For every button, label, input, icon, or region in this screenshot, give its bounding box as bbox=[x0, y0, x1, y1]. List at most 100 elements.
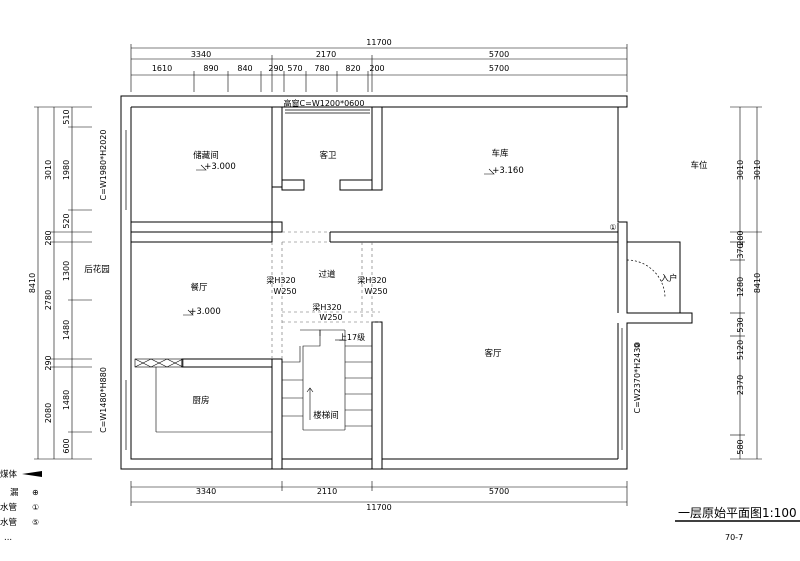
legend: 煤体 漏 ⊕ 水管 ① 水管 ⑤ ... bbox=[0, 469, 42, 543]
dim-bottom-1: 3340 bbox=[196, 487, 216, 496]
dim-top-2: 2170 bbox=[316, 50, 336, 59]
dim-left-total: 8410 bbox=[28, 273, 37, 293]
dim-right-r2-1: 3010 bbox=[736, 160, 745, 180]
beam-right-line2: W250 bbox=[364, 287, 387, 296]
dimension-text: 11700 3340 2170 5700 1610 890 840 290 57… bbox=[28, 38, 762, 512]
marker-garage: ① bbox=[609, 223, 616, 232]
annotation-window-kitchen: C=W1480*H880 bbox=[99, 367, 108, 433]
room-garage: 车库 bbox=[491, 148, 509, 159]
marker-living: ② bbox=[633, 341, 642, 348]
dim-top-r2-7: 820 bbox=[345, 64, 360, 73]
wall-dining-top bbox=[130, 231, 273, 243]
title-block: 一层原始平面图1:100 70-7 bbox=[675, 506, 800, 542]
wall-storage-bottom bbox=[131, 221, 283, 233]
dim-right-r1-2: 5120 bbox=[736, 340, 745, 360]
level-garage: +3.160 bbox=[492, 166, 523, 176]
dim-right-r2-2: 370 bbox=[736, 243, 745, 258]
dim-top-1: 3340 bbox=[191, 50, 211, 59]
dim-left-r1-2: 280 bbox=[44, 230, 53, 245]
legend-symbol-4: ⑤ bbox=[32, 518, 39, 527]
dim-top-total: 11700 bbox=[366, 38, 391, 47]
beams bbox=[271, 231, 380, 359]
dim-top-3: 5700 bbox=[489, 50, 509, 59]
dim-right-r2-7: 580 bbox=[736, 439, 745, 454]
legend-item-3: 水管 bbox=[0, 502, 17, 513]
dim-right-total: 8410 bbox=[753, 273, 762, 293]
dim-right-r2-5: 530 bbox=[736, 317, 745, 332]
legend-symbol-1 bbox=[22, 471, 42, 477]
beam-mid-line2: W250 bbox=[319, 313, 342, 322]
kitchen-counter bbox=[134, 358, 272, 433]
walls bbox=[120, 95, 693, 470]
openings bbox=[125, 109, 666, 450]
legend-item-5: ... bbox=[4, 533, 12, 543]
wall-wc-stub-left bbox=[281, 179, 305, 191]
room-corridor: 过道 bbox=[318, 269, 336, 280]
beam-mid-line1: 梁H320 bbox=[312, 303, 341, 312]
legend-item-2: 漏 bbox=[10, 487, 19, 498]
stair-up-label: 上17级 bbox=[339, 332, 365, 342]
dim-left-r2-4: 1300 bbox=[62, 261, 71, 281]
dim-left-r2-1: 510 bbox=[62, 109, 71, 124]
dim-left-r1-4: 290 bbox=[44, 355, 53, 370]
dim-top-r2-5: 570 bbox=[287, 64, 302, 73]
dim-left-r1-3: 2780 bbox=[44, 290, 53, 310]
room-kitchen: 厨房 bbox=[192, 395, 209, 406]
annotation-window-storage: C=W1980*H2020 bbox=[99, 130, 108, 201]
room-stair: 楼梯间 bbox=[313, 410, 339, 421]
dim-left-r1-1: 3010 bbox=[44, 160, 53, 180]
dim-top-r2-2: 890 bbox=[203, 64, 218, 73]
dim-left-r2-5: 1480 bbox=[62, 320, 71, 340]
drawing-subtitle: 70-7 bbox=[725, 533, 743, 542]
dim-right-r1-1: 3010 bbox=[753, 160, 762, 180]
dim-bottom-total: 11700 bbox=[366, 503, 391, 512]
dim-left-r2-7: 600 bbox=[62, 438, 71, 453]
dim-left-r2-2: 1980 bbox=[62, 160, 71, 180]
room-guest-wc: 客卫 bbox=[319, 150, 337, 161]
room-dining: 餐厅 bbox=[190, 283, 208, 293]
legend-symbol-2: ⊕ bbox=[32, 488, 39, 497]
annotations: 高窗C=W1200*0600 C=W1980*H2020 C=W1480*H88… bbox=[99, 98, 642, 433]
wall-storage-right bbox=[271, 106, 283, 188]
dim-bottom-2: 2110 bbox=[317, 487, 337, 496]
wall-stair-left bbox=[271, 358, 283, 470]
entrance-step bbox=[627, 241, 681, 313]
dim-right-r2-3: 280 bbox=[736, 230, 745, 245]
wall-kitchen-top bbox=[181, 358, 273, 368]
wall-wc-stub-right bbox=[339, 179, 373, 191]
beam-left-line2: W250 bbox=[273, 287, 296, 296]
room-parking: 车位 bbox=[690, 160, 708, 171]
annotation-high-window: 高窗C=W1200*0600 bbox=[284, 98, 365, 108]
dim-top-r2-8: 200 bbox=[369, 64, 384, 73]
dim-left-r1-5: 2080 bbox=[44, 403, 53, 423]
dim-left-r2-6: 1480 bbox=[62, 390, 71, 410]
beam-right-line1: 梁H320 bbox=[357, 276, 386, 285]
dim-right-r2-6: 2370 bbox=[736, 375, 745, 395]
staircase bbox=[282, 329, 372, 431]
wall-garage-bottom bbox=[329, 231, 618, 243]
level-storage: +3.000 bbox=[204, 162, 235, 172]
dim-right-r2-4: 1280 bbox=[736, 277, 745, 297]
legend-item-4: 水管 bbox=[0, 517, 17, 528]
room-back-garden: 后花园 bbox=[84, 264, 110, 275]
dim-left-r2-3: 520 bbox=[62, 213, 71, 228]
legend-symbol-3: ① bbox=[32, 503, 39, 512]
dim-top-r2-6: 780 bbox=[314, 64, 329, 73]
wall-wc-right bbox=[371, 106, 383, 191]
room-storage: 储藏间 bbox=[193, 150, 219, 161]
level-markers bbox=[183, 164, 495, 316]
room-living: 客厅 bbox=[484, 348, 502, 359]
beam-left-line1: 梁H320 bbox=[266, 276, 295, 285]
dim-bottom-3: 5700 bbox=[489, 487, 509, 496]
dimension-lines bbox=[34, 44, 762, 506]
entrance-door-swing bbox=[626, 259, 666, 299]
room-entrance: 入户 bbox=[660, 273, 677, 284]
outer-wall bbox=[120, 95, 693, 470]
dim-top-r2-4: 290 bbox=[268, 64, 283, 73]
annotation-window-living: C=W2370*H2430 bbox=[633, 343, 642, 414]
legend-item-1: 煤体 bbox=[0, 469, 18, 480]
wall-stair-right bbox=[371, 321, 383, 470]
drawing-title: 一层原始平面图1:100 bbox=[678, 506, 797, 520]
